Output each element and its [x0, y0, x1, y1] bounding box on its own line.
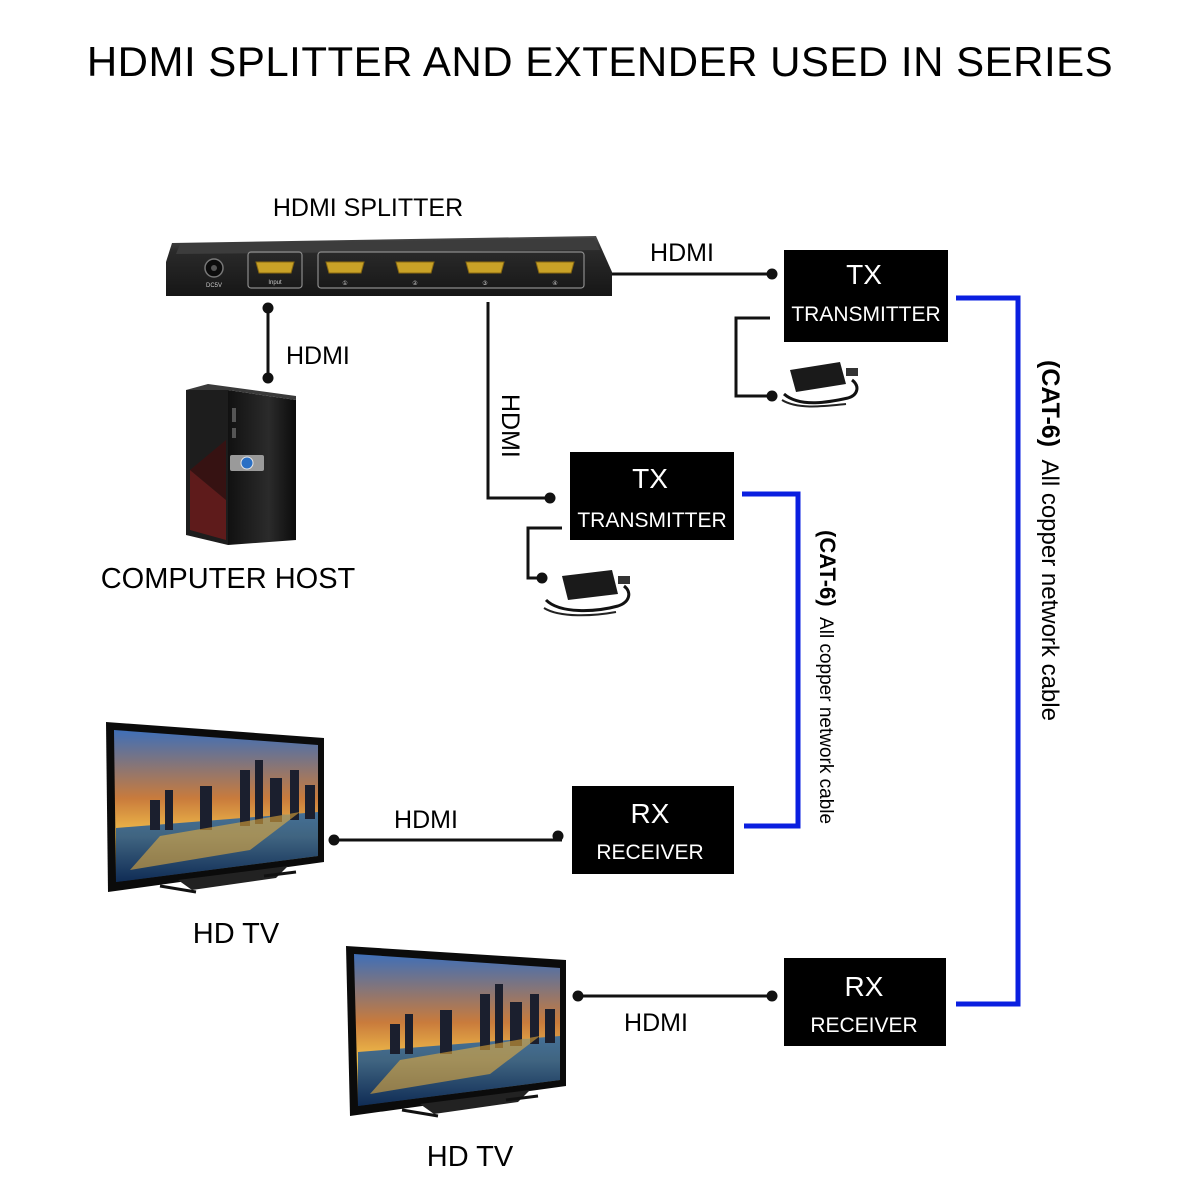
splitter-top-face [176, 238, 600, 254]
output-ports-frame [317, 251, 585, 289]
tx-transmitter-2: TX TRANSMITTER [570, 452, 734, 540]
rx1-box [572, 786, 734, 874]
power-adapter-icon [781, 362, 859, 408]
rx1-subtitle: RECEIVER [596, 841, 703, 864]
computer-host-tower [186, 384, 296, 545]
tx1-subtitle: TRANSMITTER [791, 303, 940, 326]
cat6-strong-text: (CAT-6) [1036, 360, 1064, 447]
hd-tv-1 [106, 722, 324, 894]
hdmi-splitter-device: DC5V Input ① ② ③ ④ [166, 236, 612, 296]
tower-top [186, 384, 296, 400]
tv2-stand-leg [505, 1094, 539, 1102]
tv2-stand [420, 1090, 530, 1114]
cable-connector-dot [262, 372, 274, 384]
port-number: ④ [552, 280, 557, 287]
cat6-cable-tx2-to-rx1 [742, 491, 801, 829]
cat6-rest-text: All copper network cable [1036, 459, 1063, 720]
hdmi-label-tx1: HDMI [650, 239, 714, 267]
dc-port-pin [211, 265, 217, 271]
hdmi-cable-splitter-to-tx2 [486, 302, 550, 500]
cable-connector-dot [544, 492, 556, 504]
cable-connector-dot [536, 572, 548, 584]
rx-receiver-1: RX RECEIVER [572, 786, 734, 874]
tx1-box [784, 250, 948, 342]
cat6-cable-tx1-to-rx2 [956, 295, 1021, 1007]
output-hdmi-port [535, 261, 575, 274]
rx2-title: RX [845, 971, 884, 1002]
tower-red-accent [190, 440, 226, 500]
tower-red-accent [190, 470, 226, 540]
hdmi-label-pc: HDMI [286, 342, 350, 370]
rx2-subtitle: RECEIVER [810, 1014, 917, 1037]
tower-port [232, 428, 236, 438]
tv1-screen-lights [130, 812, 300, 870]
port-number: ② [412, 280, 418, 287]
adapter-cord [544, 584, 631, 613]
splitter-label: HDMI SPLITTER [273, 194, 463, 222]
input-port-frame [247, 251, 303, 289]
adapter-cord [543, 607, 617, 617]
dc-label: DC5V [206, 283, 222, 289]
adapter-plug [618, 576, 630, 584]
rx-receiver-2: RX RECEIVER [784, 958, 946, 1046]
cable-connector-dot [552, 830, 564, 842]
adapter-body [562, 570, 618, 600]
input-hdmi-port [255, 261, 295, 274]
diagram-title: HDMI SPLITTER AND EXTENDER USED IN SERIE… [87, 38, 1113, 85]
computer-host-label: COMPUTER HOST [101, 563, 356, 595]
input-label: Input [268, 280, 282, 286]
cable-connector-dot [766, 390, 778, 402]
tv1-city-skyline [150, 760, 315, 830]
adapter-plug [846, 368, 858, 376]
cable-connector-dot [766, 990, 778, 1002]
tv1-label: HD TV [193, 918, 280, 950]
hdmi-label-tx2: HDMI [496, 394, 524, 458]
tv1-stand-leg [263, 870, 297, 878]
rx1-title: RX [631, 798, 670, 829]
tx1-power-cable [734, 316, 772, 398]
cat6-rest-text: All copper network cable [815, 617, 836, 824]
tv1-stand-leg [159, 884, 197, 894]
tx1-title: TX [846, 259, 882, 290]
tv2-stand-leg [401, 1108, 439, 1118]
cable-connector-dot [766, 268, 778, 280]
tx2-subtitle: TRANSMITTER [577, 509, 726, 532]
adapter-cord [783, 378, 859, 405]
tv2-screen-lights [370, 1036, 540, 1094]
power-adapter-icon [543, 570, 631, 617]
tx-transmitter-1: TX TRANSMITTER [784, 250, 948, 342]
cat6-strong-text: (CAT-6) [815, 530, 840, 607]
tx2-power-cable [526, 526, 562, 580]
hd-tv-2 [346, 946, 566, 1118]
output-hdmi-port [395, 261, 435, 274]
brand-logo-icon [240, 456, 254, 470]
cat6-label-1: (CAT-6) All copper network cable [815, 530, 840, 824]
tx2-title: TX [632, 463, 668, 494]
port-number: ③ [482, 280, 487, 287]
hdmi-label-tv1: HDMI [394, 806, 458, 834]
cable-connector-dot [572, 990, 584, 1002]
adapter-body [790, 362, 846, 392]
tv1-stand [178, 866, 288, 890]
output-hdmi-port [465, 261, 505, 274]
port-number: ① [342, 280, 347, 287]
adapter-cord [781, 399, 847, 408]
cat6-label-2: (CAT-6) All copper network cable [1036, 360, 1064, 721]
tv2-city-skyline [390, 984, 555, 1054]
tx2-box [570, 452, 734, 540]
cable-connector-dot [262, 302, 274, 314]
cable-connector-dot [328, 834, 340, 846]
tower-port [232, 408, 236, 422]
tv2-label: HD TV [427, 1141, 514, 1173]
rx2-box [784, 958, 946, 1046]
hdmi-label-tv2: HDMI [624, 1009, 688, 1037]
output-hdmi-port [325, 261, 365, 274]
